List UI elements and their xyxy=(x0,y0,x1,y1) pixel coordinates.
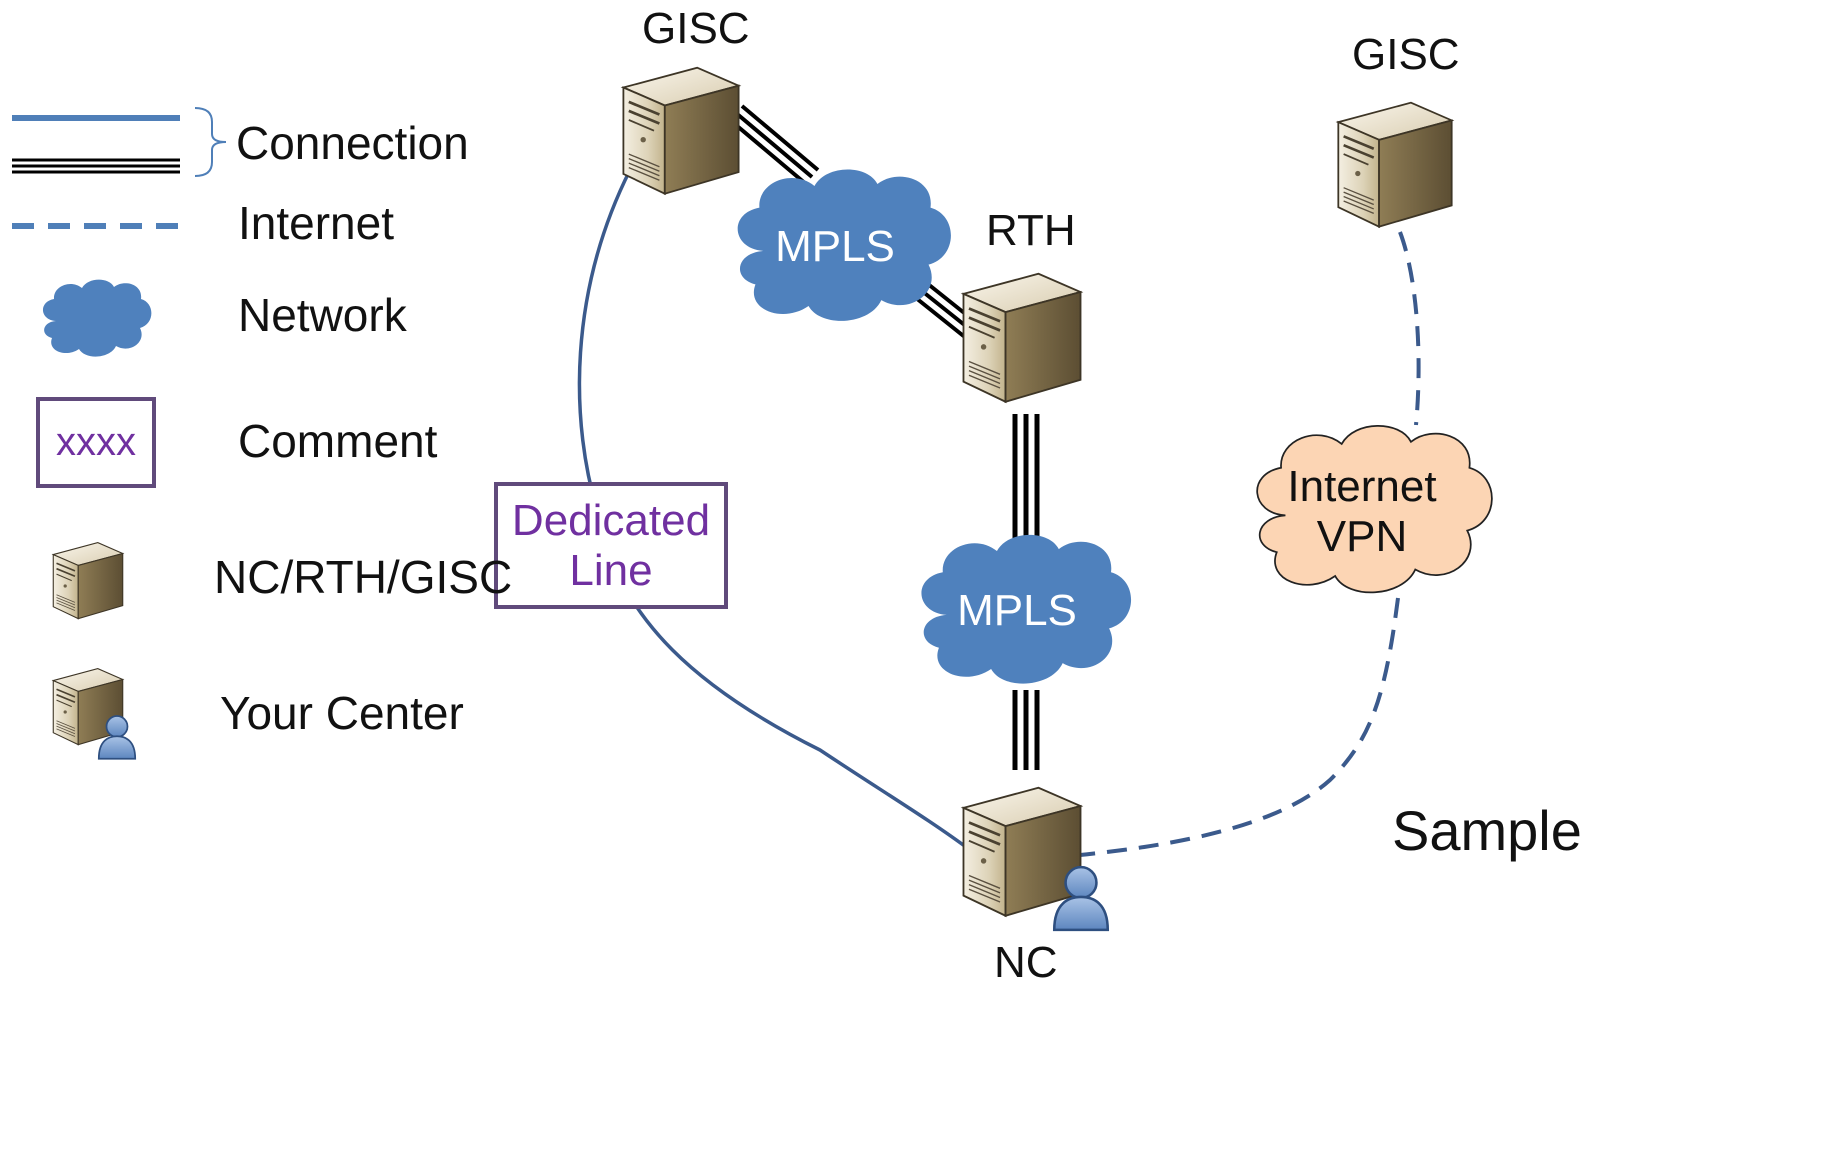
legend-comment-sample-text: xxxx xyxy=(56,420,136,464)
mpls-lower-link-rth xyxy=(1012,414,1040,550)
gisc-top-server-icon xyxy=(621,66,741,196)
legend-your-center-label: Your Center xyxy=(220,687,464,739)
legend-comment-box xyxy=(36,397,156,488)
internet-vpn-label-line2: VPN xyxy=(1316,512,1408,561)
sample-watermark: Sample xyxy=(1392,799,1582,862)
legend-connection-triple-line xyxy=(12,158,180,174)
legend-network-label: Network xyxy=(238,289,407,341)
gisc-top-label: GISC xyxy=(642,4,750,53)
mpls-lower-label: MPLS xyxy=(957,586,1077,635)
dedicated-line-comment-line1: Dedicated xyxy=(511,496,711,545)
dedicated-line-comment-box xyxy=(494,482,728,609)
legend-network-cloud xyxy=(42,279,152,357)
nc-server-icon xyxy=(961,786,1083,918)
legend-connection-label: Connection xyxy=(236,117,469,169)
legend-server-icon xyxy=(52,541,124,620)
legend-brace xyxy=(194,107,227,177)
internet-vpn-label-line1: Internet xyxy=(1287,462,1437,511)
legend-node-types-label: NC/RTH/GISC xyxy=(214,551,513,603)
mpls-upper-label: MPLS xyxy=(775,222,895,271)
nc-label: NC xyxy=(994,938,1058,987)
gisc-right-label: GISC xyxy=(1352,30,1460,79)
legend-internet-label: Internet xyxy=(238,197,394,249)
internet-link-gisc-vpn xyxy=(1398,231,1421,426)
rth-label: RTH xyxy=(986,206,1076,255)
legend-comment-label: Comment xyxy=(238,415,438,467)
dedicated-line-comment-line2: Line xyxy=(569,546,653,595)
gisc-right-server-icon xyxy=(1336,101,1454,229)
internet-link-vpn-nc xyxy=(1079,597,1400,857)
mpls-upper-link-gisc xyxy=(728,104,820,186)
rth-server-icon xyxy=(961,272,1083,404)
mpls-lower-link-nc xyxy=(1012,690,1040,770)
dedicated-line-connection xyxy=(577,169,972,852)
legend xyxy=(12,107,227,760)
